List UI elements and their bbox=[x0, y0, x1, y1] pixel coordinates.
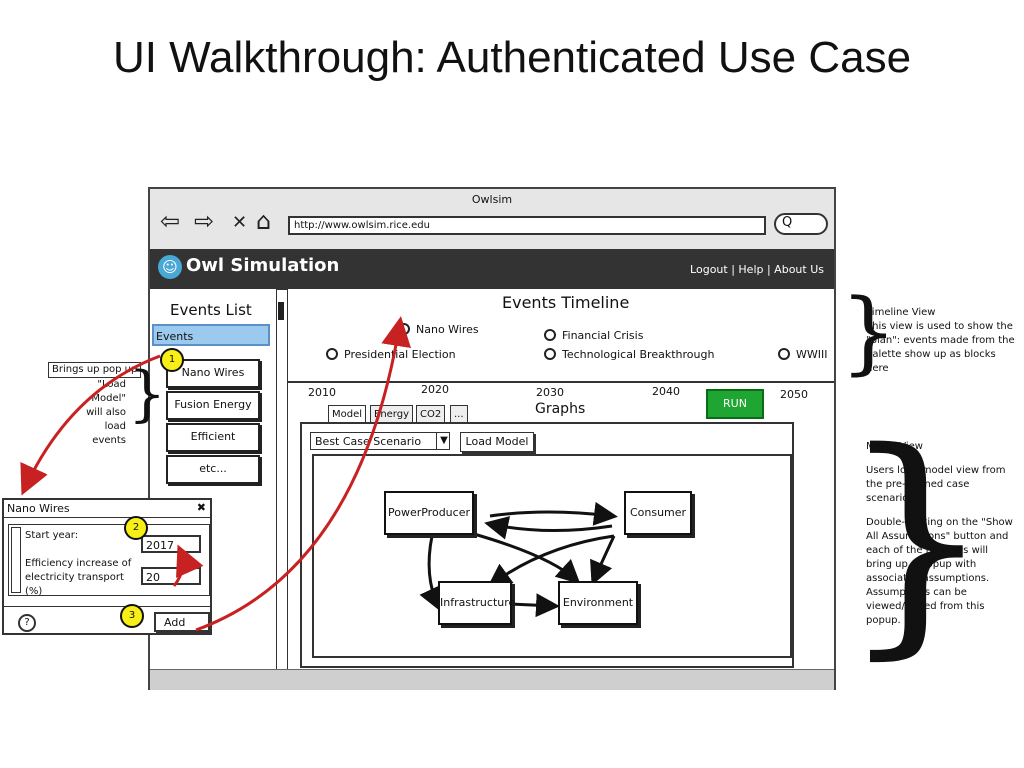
status-bar bbox=[150, 669, 834, 690]
timeline-event[interactable]: Financial Crisis bbox=[544, 329, 643, 342]
load-model-note: "Load Model" will also load events bbox=[86, 379, 126, 446]
back-arrow-icon[interactable]: ⇦ bbox=[160, 207, 181, 235]
tab-co2[interactable]: CO2 bbox=[416, 405, 446, 424]
circle-icon bbox=[778, 348, 790, 360]
tick-label: 2030 bbox=[536, 386, 564, 399]
node-consumer[interactable]: Consumer bbox=[624, 491, 692, 535]
brace-decoration: } bbox=[128, 359, 167, 429]
header-links[interactable]: Logout | Help | About Us bbox=[690, 263, 824, 276]
owl-icon: ☺ bbox=[158, 255, 182, 279]
popup-title: Nano Wires bbox=[4, 500, 210, 518]
model-view-note: Model View Users load model view from th… bbox=[866, 441, 1013, 626]
events-list-title: Events List bbox=[170, 301, 252, 319]
brace-decoration: } bbox=[840, 280, 898, 385]
timeline-axis bbox=[288, 381, 834, 383]
add-button[interactable]: Add bbox=[154, 612, 210, 632]
chevron-down-icon[interactable]: ▼ bbox=[436, 432, 451, 450]
popup-scrollbar[interactable] bbox=[11, 527, 21, 593]
forward-arrow-icon[interactable]: ⇨ bbox=[194, 207, 215, 235]
node-powerproducer[interactable]: PowerProducer bbox=[384, 491, 474, 535]
tab-model[interactable]: Model bbox=[328, 405, 367, 424]
circle-icon bbox=[544, 329, 556, 341]
timeline-event[interactable]: Technological Breakthrough bbox=[544, 348, 714, 361]
event-item-fusion-energy[interactable]: Fusion Energy bbox=[166, 391, 260, 420]
events-selector[interactable]: Events bbox=[152, 324, 270, 346]
model-connectors bbox=[419, 501, 618, 618]
popup-divider bbox=[4, 606, 210, 607]
scrollbar-thumb[interactable] bbox=[278, 302, 284, 320]
window-title: Owlsim bbox=[471, 193, 513, 206]
tab-more[interactable]: ... bbox=[450, 405, 468, 424]
url-bar[interactable]: http://www.owlsim.rice.edu bbox=[288, 216, 766, 235]
load-model-button[interactable]: Load Model bbox=[460, 432, 534, 452]
tick-label: 2050 bbox=[780, 388, 808, 401]
node-environment[interactable]: Environment bbox=[558, 581, 638, 625]
tick-label: 2020 bbox=[421, 383, 449, 396]
timeline-title: Events Timeline bbox=[502, 293, 630, 312]
efficiency-label: Efficiency increase of electricity trans… bbox=[25, 558, 132, 597]
close-icon[interactable]: ✖ bbox=[196, 501, 206, 514]
slide-title: UI Walkthrough: Authenticated Use Case bbox=[112, 33, 912, 82]
tick-label: 2010 bbox=[308, 386, 336, 399]
help-icon[interactable]: ? bbox=[18, 614, 36, 632]
search-field[interactable]: Q bbox=[774, 213, 828, 235]
circle-icon bbox=[326, 348, 338, 360]
step-badge: 2 bbox=[124, 516, 148, 540]
search-icon: Q bbox=[782, 215, 793, 230]
node-infrastructure[interactable]: Infrastructure bbox=[438, 581, 515, 625]
step-badge: 3 bbox=[120, 604, 144, 628]
event-item-etc[interactable]: etc... bbox=[166, 455, 260, 484]
brace-decoration: } bbox=[840, 400, 993, 680]
tick-label: 2040 bbox=[652, 385, 680, 398]
home-icon[interactable]: ⌂ bbox=[256, 207, 272, 235]
model-canvas: PowerProducer Consumer Infrastructure En… bbox=[312, 454, 792, 658]
stop-icon[interactable]: ✕ bbox=[232, 212, 248, 233]
timeline-view-note: Timeline View This view is used to show … bbox=[866, 307, 1015, 374]
run-button[interactable]: RUN bbox=[706, 389, 764, 419]
timeline-event[interactable]: WWIII bbox=[778, 348, 828, 361]
graphs-title: Graphs bbox=[535, 401, 586, 417]
step-badge: 1 bbox=[160, 348, 184, 372]
app-header: ☺ Owl Simulation Logout | Help | About U… bbox=[150, 249, 834, 289]
browser-window: Owlsim ⇦ ⇨ ✕ ⌂ http://www.owlsim.rice.ed… bbox=[148, 187, 836, 690]
browser-chrome: Owlsim ⇦ ⇨ ✕ ⌂ http://www.owlsim.rice.ed… bbox=[150, 189, 834, 249]
popup-note: Brings up pop up bbox=[48, 362, 142, 378]
circle-icon bbox=[544, 348, 556, 360]
timeline-event[interactable]: Presidential Election bbox=[326, 348, 456, 361]
app-title: Owl Simulation bbox=[186, 255, 340, 276]
start-year-label: Start year: bbox=[25, 530, 79, 541]
